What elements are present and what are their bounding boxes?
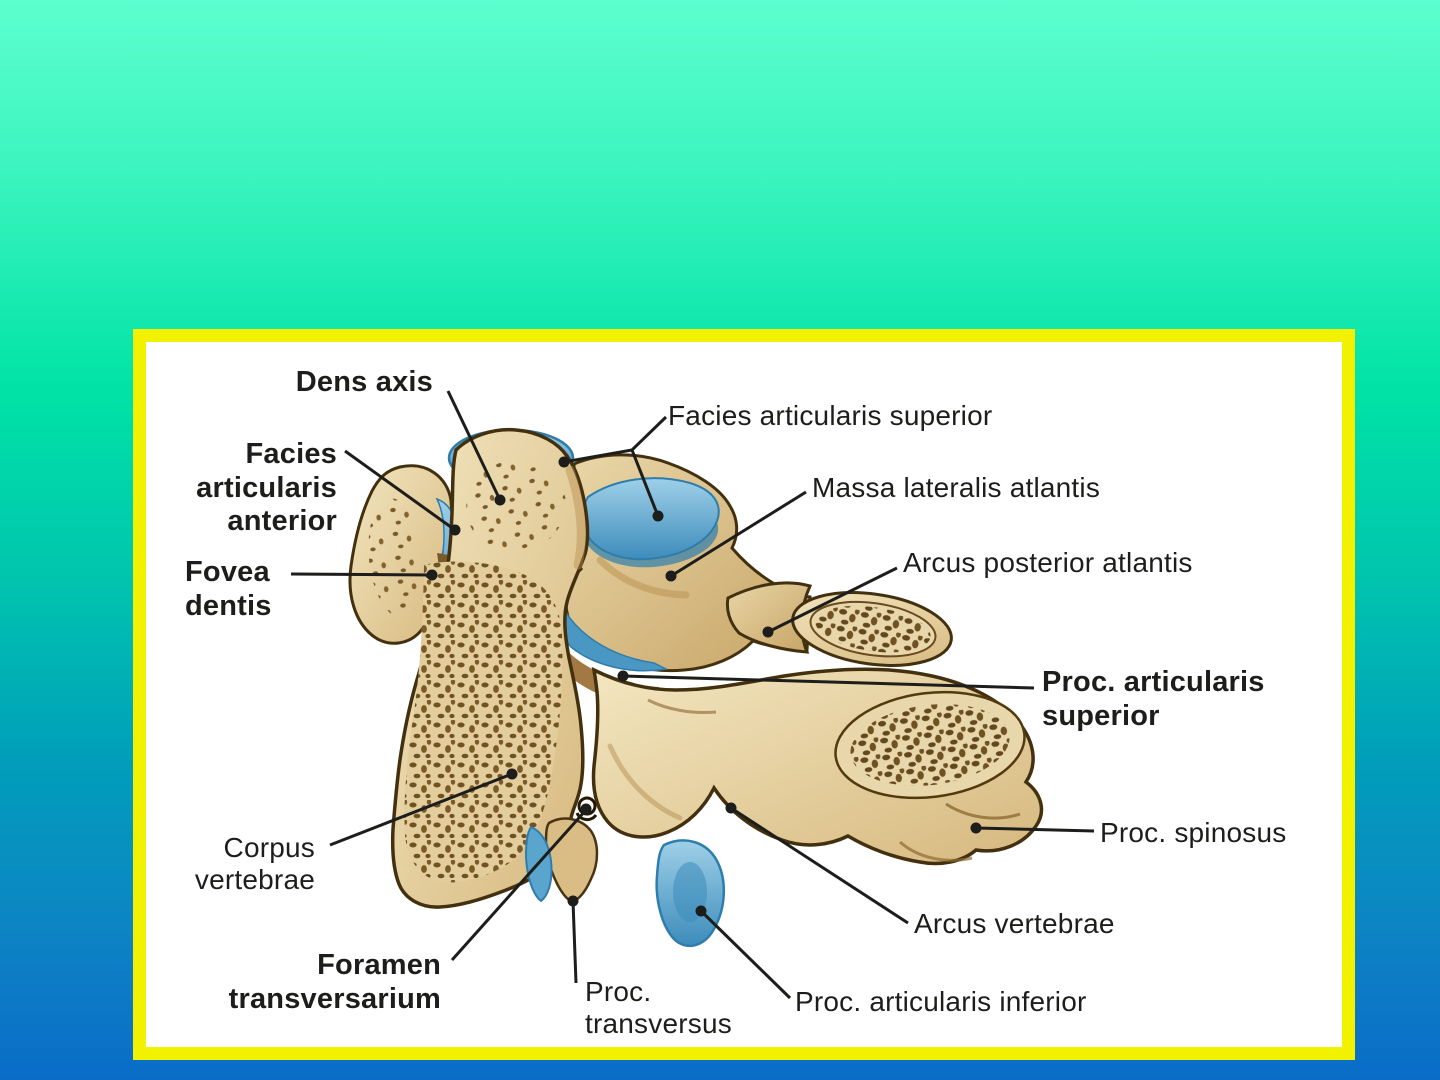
pointer-facies-articularis-anterior <box>344 449 461 536</box>
label-massa-lateralis-atlantis: Massa lateralis atlantis <box>812 472 1101 503</box>
proc-transversus-shape <box>544 817 599 903</box>
pointer-proc-transversus <box>567 895 579 984</box>
label-proc-articularis-superior: Proc. articularis superior <box>1042 666 1265 732</box>
label-foramen-transversarium: Foramen transversarium <box>228 949 441 1015</box>
pointer-proc-articularis-inferior <box>695 905 792 1000</box>
label-dens-axis: Dens axis <box>295 366 433 398</box>
label-facies-articularis-superior: Facies articularis superior <box>668 400 993 431</box>
label-arcus-posterior-atlantis: Arcus posterior atlantis <box>903 547 1193 578</box>
atlas-posterior-arch-shape <box>725 581 953 667</box>
pointer-dens-axis <box>446 390 506 506</box>
axis-cross-section-shape <box>834 690 1026 800</box>
pointer-facies-articularis-superior <box>558 415 668 522</box>
label-proc-spinosus: Proc. spinosus <box>1100 817 1287 848</box>
facies-articularis-superior-facet-shape <box>581 477 720 568</box>
dens-corpus-shape <box>390 427 590 909</box>
pointer-proc-spinosus <box>970 822 1095 834</box>
pointer-proc-articularis-superior <box>617 670 1035 690</box>
label-proc-transversus: Proc. transversus <box>585 976 732 1040</box>
label-facies-articularis-anterior: Facies articularis anterior <box>196 438 337 538</box>
pointer-foramen-transversarium <box>450 803 592 961</box>
proc-articularis-inferior-facet-shape <box>655 839 726 948</box>
label-arcus-vertebrae: Arcus vertebrae <box>914 908 1115 939</box>
label-fovea-dentis: Fovea dentis <box>185 556 272 622</box>
label-corpus-vertebrae: Corpus vertebrae <box>194 832 315 896</box>
label-proc-articularis-inferior: Proc. articularis inferior <box>795 986 1087 1017</box>
pointer-arcus-vertebrae <box>725 802 909 925</box>
pointer-fovea-dentis <box>290 569 438 581</box>
pointer-arcus-posterior-atlantis <box>762 566 898 638</box>
axis-body-shape <box>591 666 1044 866</box>
pointer-corpus-vertebrae <box>329 768 518 847</box>
pointer-massa-lateralis-atlantis <box>665 490 807 582</box>
